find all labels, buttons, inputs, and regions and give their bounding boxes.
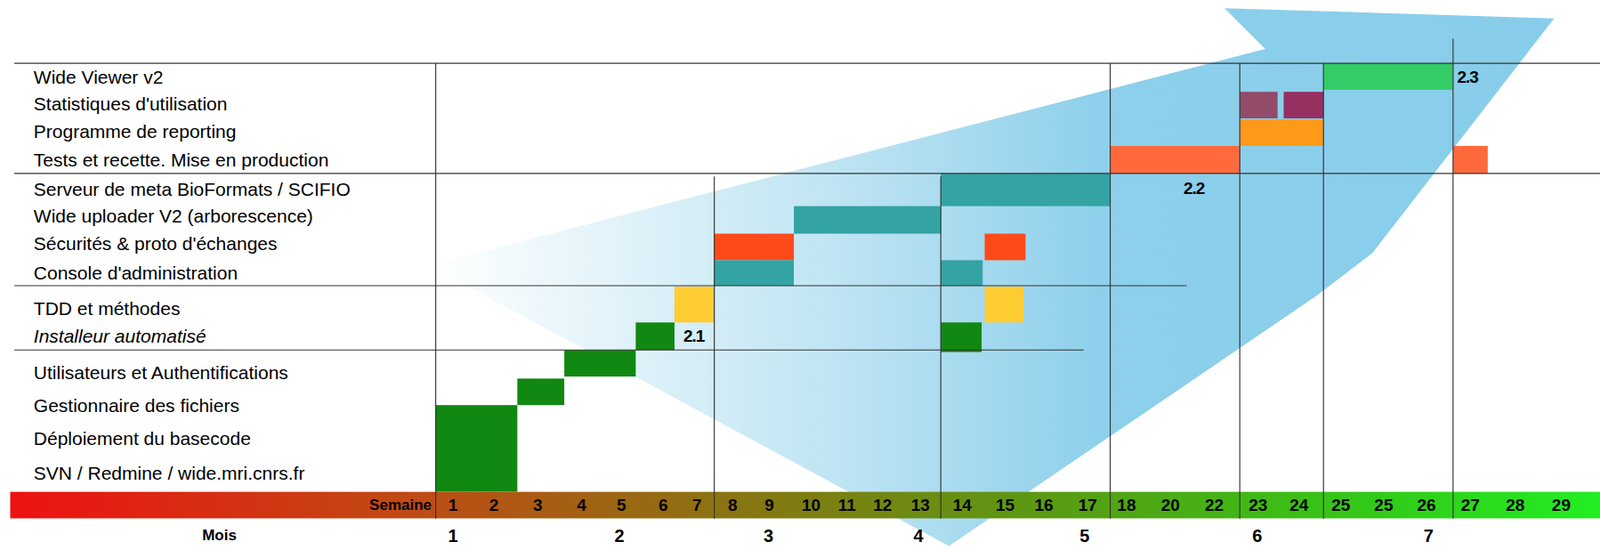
callout-number: 2.3 (1456, 68, 1478, 88)
week-number: 17 (1078, 495, 1098, 515)
week-number: 22 (1204, 495, 1224, 515)
progress-arrow (428, 8, 1555, 546)
month-number: 1 (448, 525, 459, 546)
axis-separators (436, 492, 1454, 519)
week-number: 14 (953, 495, 972, 515)
week-number: 25 (1331, 495, 1350, 515)
task-label: Wide uploader V2 (arborescence) (33, 206, 314, 227)
week-number: 8 (727, 495, 738, 515)
task-label: Wide Viewer v2 (33, 67, 164, 89)
week-number: 13 (911, 495, 930, 515)
task-label: Console d'administration (33, 263, 238, 284)
month-number: 6 (1252, 525, 1262, 546)
axis-title: Mois (202, 527, 237, 545)
task-label: Gestionnaire des fichiers (33, 395, 240, 417)
week-number: 25 (1373, 495, 1393, 515)
task-label: Serveur de meta BioFormats / SCIFIO (33, 179, 351, 201)
grid-lines (14, 39, 1600, 519)
task-label: Programme de reporting (33, 121, 237, 142)
month-number: 4 (913, 525, 923, 546)
gantt-bars (436, 63, 1488, 493)
week-number: 23 (1248, 495, 1268, 515)
week-number: 2 (489, 495, 500, 515)
week-number: 28 (1505, 495, 1525, 515)
week-number: 3 (533, 495, 543, 515)
month-number: 7 (1423, 525, 1434, 546)
week-axis-bar (9, 492, 1600, 519)
callout-number: 2.1 (683, 327, 704, 347)
task-label: Tests et recette. Mise en production (33, 149, 330, 170)
task-label: Utilisateurs et Authentifications (33, 362, 289, 383)
week-number: 29 (1551, 495, 1571, 515)
task-label: Installeur automatisé (33, 326, 207, 348)
week-number: 4 (576, 495, 587, 515)
week-number: 5 (616, 495, 627, 515)
week-number: 27 (1461, 495, 1480, 515)
week-number: 1 (448, 495, 459, 515)
task-label: Déploiement du basecode (33, 428, 251, 450)
week-number: 15 (995, 495, 1015, 515)
week-number: 24 (1289, 495, 1309, 515)
week-number: 11 (838, 495, 857, 515)
week-number: 18 (1116, 495, 1136, 515)
week-number: 16 (1034, 495, 1053, 515)
month-number: 3 (763, 525, 774, 546)
task-label: TDD et méthodes (33, 298, 181, 320)
callout-number: 2.2 (1183, 179, 1205, 199)
month-number: 2 (614, 525, 624, 546)
task-label: Sécurités & proto d'échanges (33, 234, 278, 255)
task-label: Statistiques d'utilisation (33, 93, 228, 114)
week-number: 6 (658, 495, 669, 515)
task-label: SVN / Redmine / wide.mri.cnrs.fr (33, 463, 306, 485)
week-number: 20 (1161, 495, 1180, 515)
week-number: 26 (1416, 495, 1436, 515)
month-number: 5 (1079, 525, 1090, 546)
week-number: 12 (872, 495, 892, 515)
week-number: 10 (801, 495, 821, 515)
week-number: 9 (764, 495, 775, 515)
axis-title: Semaine (369, 496, 432, 514)
week-number: 7 (692, 495, 703, 515)
